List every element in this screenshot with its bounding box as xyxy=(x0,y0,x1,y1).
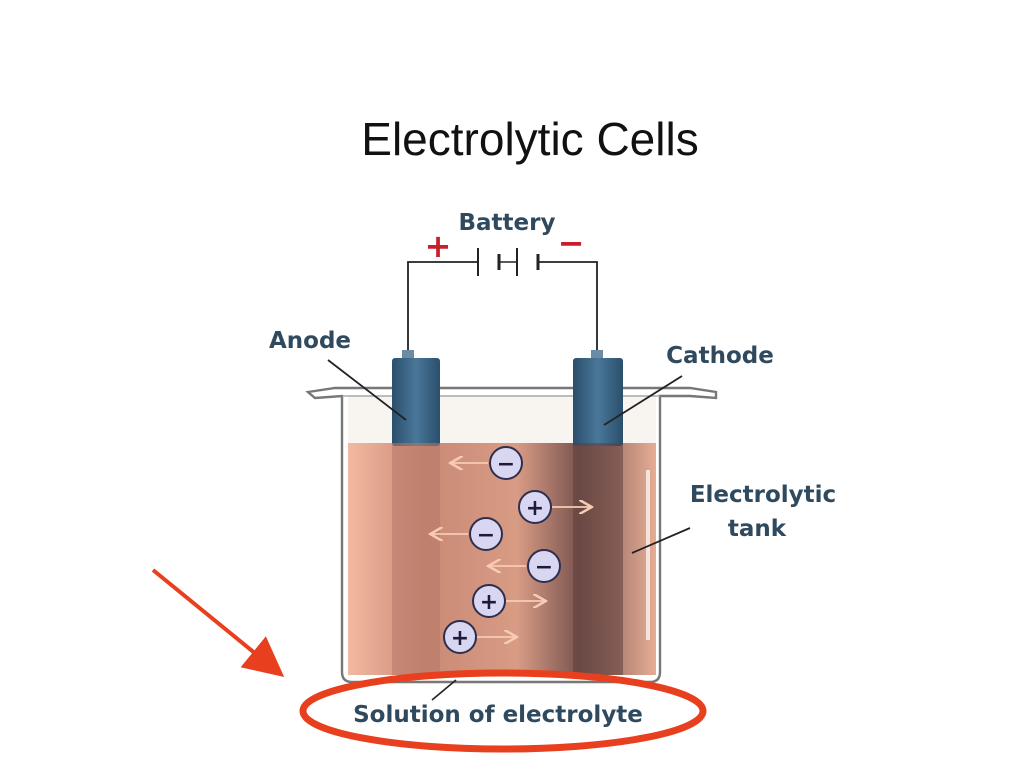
tank-label-line2: tank xyxy=(728,516,787,542)
tank-label-line1: Electrolytic xyxy=(690,482,836,508)
positive-terminal: + xyxy=(425,227,452,265)
ion-4: + xyxy=(472,584,544,618)
ion-sign: + xyxy=(480,590,498,615)
ion-2: − xyxy=(432,517,503,551)
battery-label: Battery xyxy=(459,210,556,236)
highlight-arrow-icon xyxy=(151,568,285,678)
cathode-electrode xyxy=(573,350,623,675)
ion-1: + xyxy=(518,490,590,524)
anode-label: Anode xyxy=(269,328,351,354)
anode-electrode xyxy=(392,350,440,675)
ion-sign: − xyxy=(535,555,553,580)
battery-circuit: Battery + − xyxy=(407,210,598,355)
highlight-ellipse xyxy=(299,669,707,753)
cathode-label: Cathode xyxy=(666,343,774,369)
battery-icon xyxy=(477,248,540,276)
negative-terminal: − xyxy=(558,224,585,262)
ion-5: + xyxy=(443,620,515,654)
ion-0: − xyxy=(452,446,523,480)
ion-3: − xyxy=(490,549,561,583)
ion-sign: − xyxy=(497,452,515,477)
ion-sign: + xyxy=(451,626,469,651)
solution-label: Solution of electrolyte xyxy=(353,702,643,728)
ion-sign: − xyxy=(477,523,495,548)
page-title: Electrolytic Cells xyxy=(361,113,699,165)
ion-sign: + xyxy=(526,496,544,521)
